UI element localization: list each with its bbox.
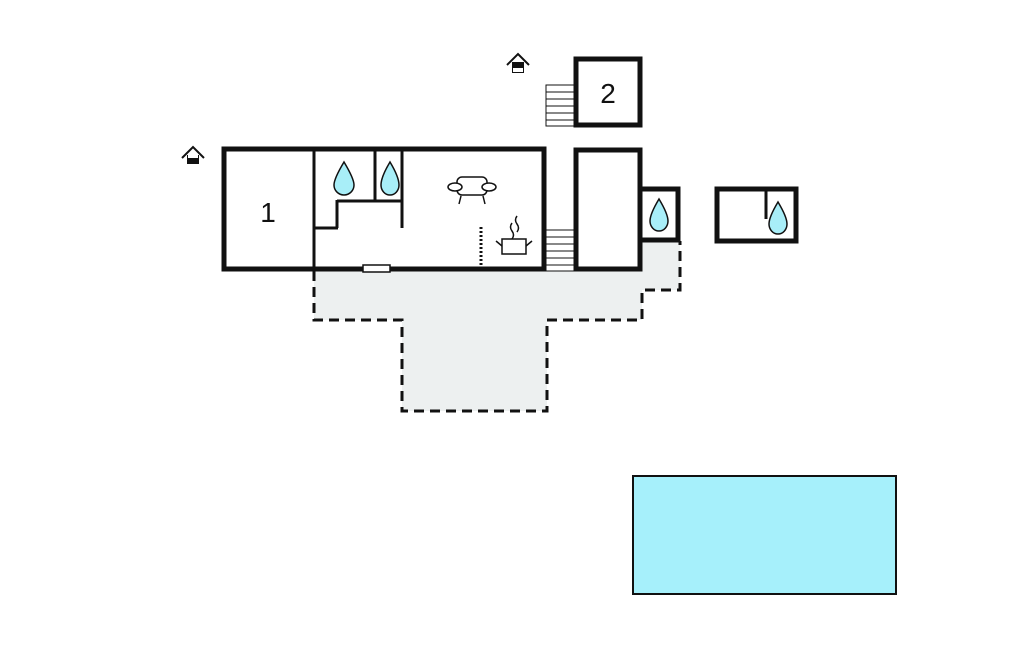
water-drop-icon [649, 197, 669, 232]
terrace [314, 241, 680, 411]
terrace-outline [312, 241, 682, 413]
water-drop-icon [768, 200, 788, 235]
annex-room [573, 147, 643, 272]
window [362, 264, 391, 273]
stairs-icon [545, 84, 575, 127]
entrance-house-icon [181, 145, 205, 164]
annex-bathroom [637, 186, 681, 243]
cooking-pot-icon [495, 215, 533, 255]
building-2 [573, 56, 643, 128]
stairs-icon [545, 229, 575, 272]
building-label-1: 1 [260, 197, 276, 228]
interior-walls [312, 150, 404, 273]
water-drop-icon [380, 160, 400, 196]
separate-bathroom [714, 186, 799, 244]
building-label-2: 2 [600, 78, 616, 109]
sofa-icon [447, 176, 497, 205]
water-drop-icon [333, 160, 355, 196]
pool [632, 475, 897, 595]
entrance-house-icon [506, 52, 530, 73]
